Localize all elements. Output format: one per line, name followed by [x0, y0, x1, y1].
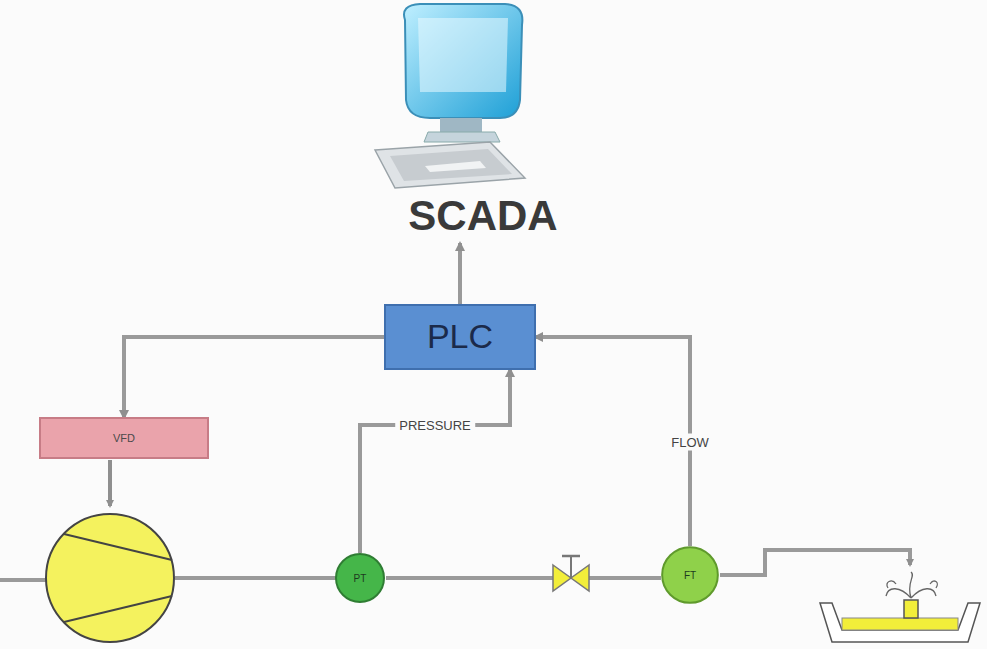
pressure-transmitter: PT: [335, 553, 385, 603]
fountain-basin: [820, 572, 980, 642]
plc-box: PLC: [385, 305, 535, 369]
scada-label-node: SCADA: [402, 190, 564, 243]
signal-connector: [458, 243, 462, 305]
node-text: PT: [354, 573, 367, 584]
valve-symbol: [553, 556, 589, 591]
signal-label: PRESSURE: [395, 417, 475, 434]
vfd-box: VFD: [40, 418, 208, 458]
flow-transmitter: FT: [661, 546, 719, 604]
node-text: PLC: [427, 318, 493, 355]
drive-arrow: [108, 460, 112, 506]
node-text: VFD: [113, 432, 135, 444]
pump-symbol: [46, 514, 174, 642]
node-text: SCADA: [408, 193, 557, 239]
signal-label: FLOW: [667, 433, 713, 450]
node-text: FT: [684, 570, 696, 581]
monitor-icon: [375, 4, 525, 188]
signal-connector: [360, 369, 510, 553]
signal-connector: [124, 337, 385, 418]
